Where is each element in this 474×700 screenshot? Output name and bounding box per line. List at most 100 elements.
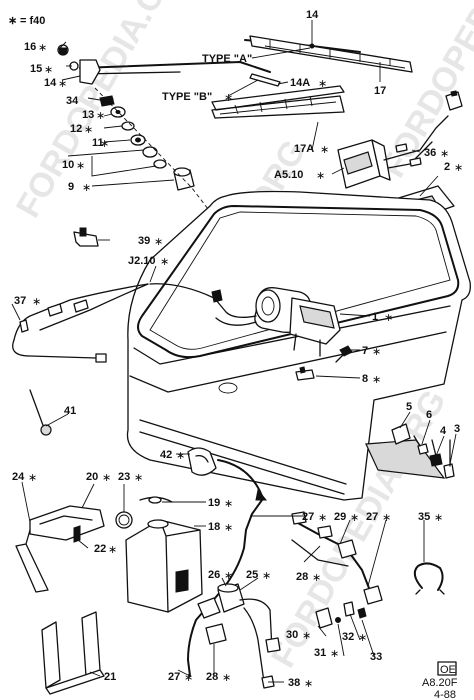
legend-symbol: ∗ xyxy=(8,15,17,27)
label-22: 22 xyxy=(94,543,106,555)
label-9: 9 xyxy=(68,181,74,193)
label-14a: 14A xyxy=(290,77,310,89)
reservoir-bracket xyxy=(15,505,105,593)
label-27-right: 27 xyxy=(366,511,378,523)
label-31: 31 xyxy=(314,647,326,659)
footer-box xyxy=(437,661,457,676)
label-18: 18 xyxy=(208,521,220,533)
asterisk-18: ∗ xyxy=(224,522,233,534)
label-13: 13 xyxy=(82,109,94,121)
label-8: 8 xyxy=(362,373,368,385)
wiring-loom-37 xyxy=(12,283,149,436)
label-12: 12 xyxy=(70,123,82,135)
label-32: 32 xyxy=(342,631,354,643)
label-17a: 17A xyxy=(294,143,314,155)
asterisk-27-right: ∗ xyxy=(382,512,391,524)
asterisk-12: ∗ xyxy=(84,124,93,136)
asterisk-42: ∗ xyxy=(176,450,185,462)
asterisk-17a: ∗ xyxy=(320,144,329,156)
asterisk-14a: ∗ xyxy=(318,78,327,90)
label-41: 41 xyxy=(64,405,76,417)
label-15: 15 xyxy=(30,63,42,75)
label-27-bottom: 27 xyxy=(168,671,180,683)
label-23: 23 xyxy=(118,471,130,483)
part-labels: 14 16 15 14 34 13 12 11 10 9 TYPE "A" TY… xyxy=(12,9,460,689)
asterisk-28-bottom: ∗ xyxy=(222,672,231,684)
label-6: 6 xyxy=(426,409,432,421)
asterisk-32: ∗ xyxy=(358,632,367,644)
label-26: 26 xyxy=(208,569,220,581)
asterisk-30: ∗ xyxy=(302,630,311,642)
asterisk-35: ∗ xyxy=(434,512,443,524)
label-3: 3 xyxy=(454,423,460,435)
asterisk-29: ∗ xyxy=(350,512,359,524)
asterisk-7: ∗ xyxy=(372,346,381,358)
wiper-motor xyxy=(149,283,353,381)
label-17: 17 xyxy=(374,85,386,97)
label-37: 37 xyxy=(14,295,26,307)
label-14: 14 xyxy=(306,9,319,21)
asterisk-27-bottom: ∗ xyxy=(184,672,193,684)
asterisk-28: ∗ xyxy=(312,572,321,584)
legend-text: = f40 xyxy=(20,15,45,27)
asterisk-20: ∗ xyxy=(102,472,111,484)
footer-box-text: OE xyxy=(440,664,456,676)
asterisk-24: ∗ xyxy=(28,472,37,484)
asterisk-13: ∗ xyxy=(96,110,105,122)
asterisk-14: ∗ xyxy=(58,78,67,90)
asterisk-9: ∗ xyxy=(82,182,91,194)
label-24: 24 xyxy=(12,471,25,483)
ring-clip-35 xyxy=(413,562,445,595)
asterisk-2: ∗ xyxy=(454,162,463,174)
asterisk-a510: ∗ xyxy=(316,170,325,182)
asterisk-j210: ∗ xyxy=(160,256,169,268)
asterisk-26: ∗ xyxy=(224,570,233,582)
label-36: 36 xyxy=(424,147,436,159)
label-33: 33 xyxy=(370,651,382,663)
tailgate-panel xyxy=(126,190,471,501)
label-5: 5 xyxy=(406,401,412,413)
washer-reservoir xyxy=(115,496,203,613)
label-39: 39 xyxy=(138,235,150,247)
label-28-bottom: 28 xyxy=(206,671,218,683)
label-42: 42 xyxy=(160,449,172,461)
label-4: 4 xyxy=(440,425,447,437)
lower-bracket-21 xyxy=(41,611,105,695)
footer-code: A8.20F xyxy=(422,677,458,689)
asterisk-11: ∗ xyxy=(100,138,109,150)
asterisk-type-b: ∗ xyxy=(224,92,233,104)
clamp-42 xyxy=(187,447,268,501)
clip-39 xyxy=(73,227,99,247)
label-25: 25 xyxy=(246,569,258,581)
label-27-top: 27 xyxy=(302,511,314,523)
leader-lines xyxy=(11,20,457,683)
label-type-a: TYPE "A" xyxy=(202,53,252,65)
hinge-fixings xyxy=(391,423,455,479)
asterisk-38: ∗ xyxy=(304,678,313,690)
asterisk-8: ∗ xyxy=(372,374,381,386)
label-19: 19 xyxy=(208,497,220,509)
asterisk-markers: ∗ ∗ ∗ ∗ ∗ ∗ ∗ ∗ ∗ ∗ ∗ ∗ ∗ ∗ ∗ ∗ ∗ ∗ ∗ ∗ … xyxy=(28,42,463,690)
label-38: 38 xyxy=(288,677,300,689)
asterisk-22: ∗ xyxy=(108,544,117,556)
label-2: 2 xyxy=(444,161,450,173)
label-10: 10 xyxy=(62,159,74,171)
footer-date: 4-88 xyxy=(434,689,456,700)
asterisk-25: ∗ xyxy=(262,570,271,582)
asterisk-23: ∗ xyxy=(134,472,143,484)
asterisk-1: ∗ xyxy=(384,312,393,324)
label-type-b: TYPE "B" xyxy=(162,91,212,103)
label-7: 7 xyxy=(362,345,368,357)
asterisk-36: ∗ xyxy=(440,148,449,160)
label-16: 16 xyxy=(24,41,36,53)
label-11: 11 xyxy=(92,137,104,149)
label-1: 1 xyxy=(372,311,378,323)
asterisk-37: ∗ xyxy=(32,296,41,308)
label-30: 30 xyxy=(286,629,298,641)
washer-hoses xyxy=(187,499,383,689)
label-35: 35 xyxy=(418,511,430,523)
asterisk-19: ∗ xyxy=(224,498,233,510)
asterisk-27-top: ∗ xyxy=(318,512,327,524)
